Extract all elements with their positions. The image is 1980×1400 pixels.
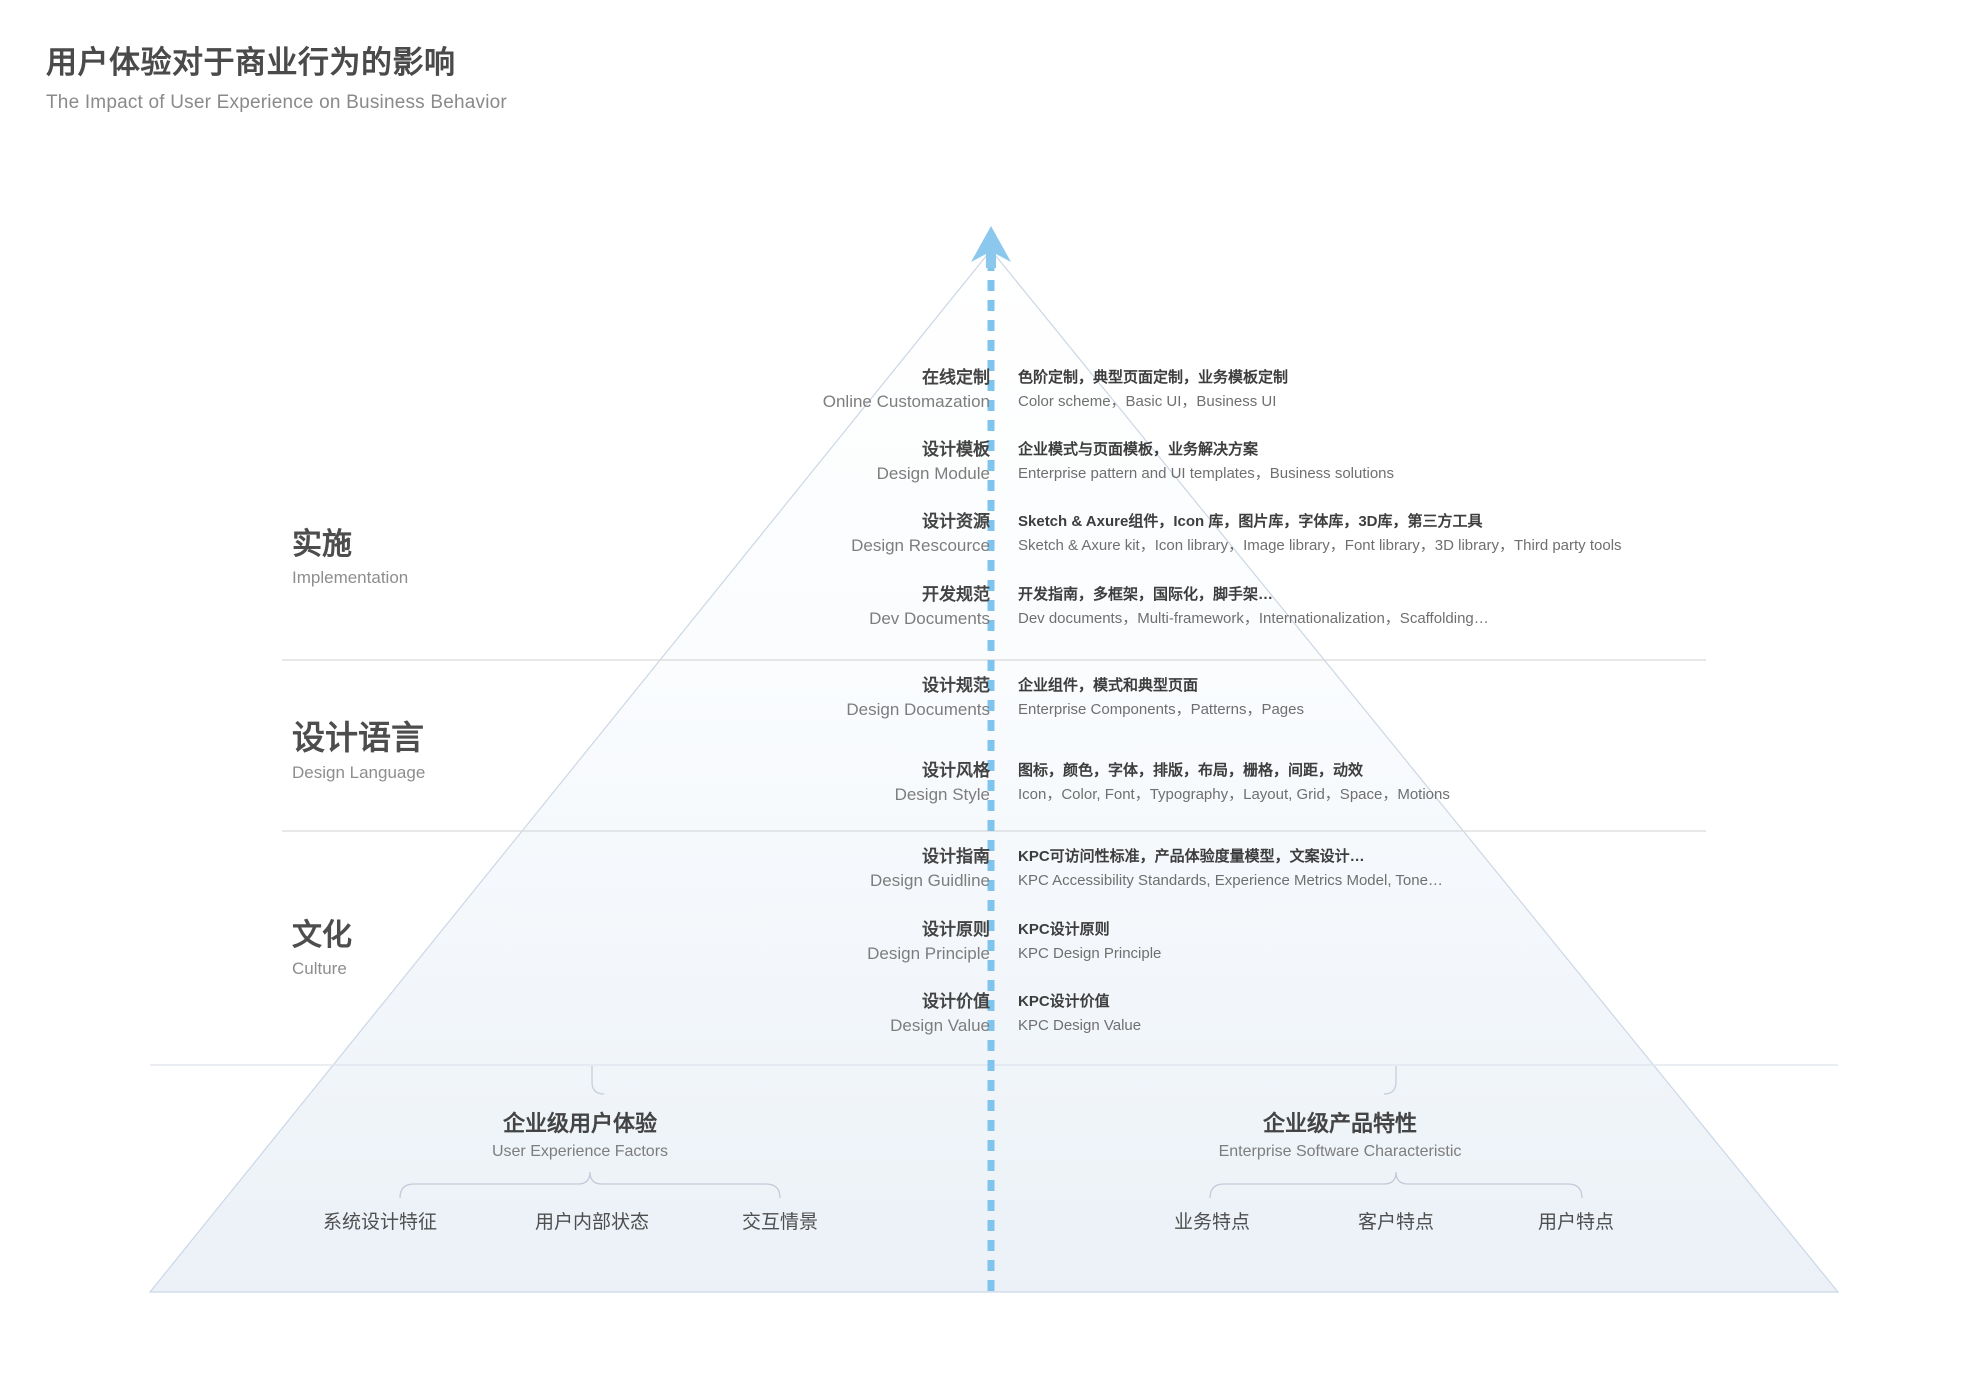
row-desc-en: Sketch & Axure kit，Icon library，Image li… (1018, 537, 1622, 554)
leaf-left-1: 系统设计特征 (322, 1212, 437, 1233)
row-label-en: Design Guidline (869, 871, 990, 890)
leaf-right-2: 客户特点 (1357, 1212, 1434, 1233)
row-label-online-customization: 在线定制 Online Customazation (470, 366, 990, 414)
row-label-en: Design Documents (846, 700, 990, 719)
row-desc-cn: KPC设计原则 (1018, 921, 1110, 938)
row-label-en: Design Module (876, 464, 990, 483)
row-desc-cn: 企业模式与页面模板，业务解决方案 (1018, 441, 1259, 458)
row-label-en: Design Value (890, 1016, 990, 1035)
row-label-en: Design Principle (867, 944, 990, 963)
row-label-cn: 设计价值 (922, 992, 990, 1011)
row-label-cn: 设计模板 (922, 440, 990, 459)
row-label-design-resource: 设计资源 Design Rescource (470, 510, 990, 558)
leaf-left-2: 用户内部状态 (534, 1212, 649, 1233)
row-desc-design-style: 图标，颜色，字体，排版，布局，栅格，间距，动效 Icon，Color, Font… (1018, 759, 1450, 807)
row-desc-cn: 开发指南，多框架，国际化，脚手架… (1018, 586, 1274, 603)
left-group-stem (591, 1066, 605, 1095)
tier-culture-en: Culture (292, 959, 347, 978)
row-label-cn: 设计风格 (922, 761, 990, 780)
tier-implementation-en: Implementation (292, 568, 409, 587)
row-label-design-principle: 设计原则 Design Principle (470, 918, 990, 966)
row-desc-en: Icon，Color, Font，Typography，Layout, Grid… (1018, 786, 1450, 803)
page-title-cn: 用户体验对于商业行为的影响 (46, 45, 456, 80)
row-desc-en: Enterprise Components，Patterns，Pages (1018, 701, 1304, 718)
up-arrow-icon (971, 226, 1011, 268)
row-label-cn: 开发规范 (922, 585, 990, 604)
leaf-right-1: 业务特点 (1173, 1212, 1250, 1233)
row-desc-design-guideline: KPC可访问性标准，产品体验度量模型，文案设计… KPC Accessibili… (1018, 845, 1443, 893)
row-label-design-guideline: 设计指南 Design Guidline (470, 845, 990, 893)
group-left-title-cn: 企业级用户体验 (502, 1111, 657, 1136)
row-label-cn: 在线定制 (922, 368, 990, 387)
tier-design-language-en: Design Language (292, 762, 426, 782)
group-left-title-en: User Experience Factors (491, 1142, 669, 1160)
left-leaf-bracket (399, 1171, 781, 1199)
row-desc-cn: KPC设计价值 (1018, 993, 1110, 1010)
row-label-en: Online Customazation (822, 392, 990, 411)
row-desc-cn: 图标，颜色，字体，排版，布局，栅格，间距，动效 (1018, 762, 1364, 779)
row-label-en: Design Rescource (851, 536, 990, 555)
row-label-design-style: 设计风格 Design Style (470, 759, 990, 807)
row-label-cn: 设计指南 (922, 847, 990, 866)
row-desc-cn: 企业组件，模式和典型页面 (1018, 677, 1199, 694)
right-group-stem (1383, 1066, 1397, 1095)
row-desc-cn: 色阶定制，典型页面定制，业务模板定制 (1018, 369, 1289, 386)
row-desc-en: Color scheme，Basic UI，Business UI (1018, 393, 1277, 410)
row-desc-dev-documents: 开发指南，多框架，国际化，脚手架… Dev documents，Multi-fr… (1018, 583, 1489, 631)
row-desc-design-value: KPC设计价值 KPC Design Value (1018, 990, 1141, 1038)
group-right-title-cn: 企业级产品特性 (1262, 1111, 1417, 1136)
leaf-left-3: 交互情景 (741, 1212, 818, 1233)
row-label-en: Dev Documents (869, 609, 990, 628)
row-desc-design-resource: Sketch & Axure组件，Icon 库，图片库，字体库，3D库，第三方工… (1018, 510, 1622, 558)
row-label-cn: 设计原则 (922, 920, 990, 939)
leaf-right-3: 用户特点 (1537, 1212, 1614, 1233)
tier-implementation-cn: 实施 (292, 528, 352, 561)
tier-label-design-language: 设计语言 Design Language (292, 718, 425, 783)
row-desc-cn: Sketch & Axure组件，Icon 库，图片库，字体库，3D库，第三方工… (1018, 513, 1483, 530)
row-desc-online-customization: 色阶定制，典型页面定制，业务模板定制 Color scheme，Basic UI… (1018, 366, 1288, 414)
tier-culture-cn: 文化 (292, 919, 352, 952)
row-label-design-documents: 设计规范 Design Documents (470, 674, 990, 722)
row-desc-en: KPC Design Principle (1018, 945, 1162, 962)
row-desc-design-module: 企业模式与页面模板，业务解决方案 Enterprise pattern and … (1018, 438, 1394, 486)
row-desc-design-documents: 企业组件，模式和典型页面 Enterprise Components，Patte… (1018, 674, 1304, 722)
page-title-en: The Impact of User Experience on Busines… (46, 91, 507, 113)
row-label-cn: 设计规范 (922, 676, 990, 695)
tier-label-implementation: 实施 Implementation (292, 527, 408, 588)
group-user-experience-factors: 企业级用户体验 User Experience Factors (380, 1110, 780, 1162)
page-header: 用户体验对于商业行为的影响 The Impact of User Experie… (46, 44, 946, 114)
row-desc-cn: KPC可访问性标准，产品体验度量模型，文案设计… (1018, 848, 1365, 865)
tier-label-culture: 文化 Culture (292, 918, 352, 979)
group-right-title-en: Enterprise Software Characteristic (1218, 1142, 1462, 1160)
row-desc-design-principle: KPC设计原则 KPC Design Principle (1018, 918, 1161, 966)
right-leaf-bracket (1209, 1171, 1583, 1199)
row-label-design-value: 设计价值 Design Value (470, 990, 990, 1038)
row-label-dev-documents: 开发规范 Dev Documents (470, 583, 990, 631)
tier-design-language-cn: 设计语言 (292, 719, 424, 756)
row-desc-en: Dev documents，Multi-framework，Internatio… (1018, 610, 1489, 627)
group-enterprise-software-characteristic: 企业级产品特性 Enterprise Software Characterist… (1140, 1110, 1540, 1162)
row-desc-en: Enterprise pattern and UI templates，Busi… (1018, 465, 1395, 482)
row-desc-en: KPC Accessibility Standards, Experience … (1018, 872, 1443, 889)
row-desc-en: KPC Design Value (1018, 1017, 1142, 1034)
row-label-design-module: 设计模板 Design Module (470, 438, 990, 486)
row-label-cn: 设计资源 (922, 512, 990, 531)
row-label-en: Design Style (894, 785, 990, 804)
